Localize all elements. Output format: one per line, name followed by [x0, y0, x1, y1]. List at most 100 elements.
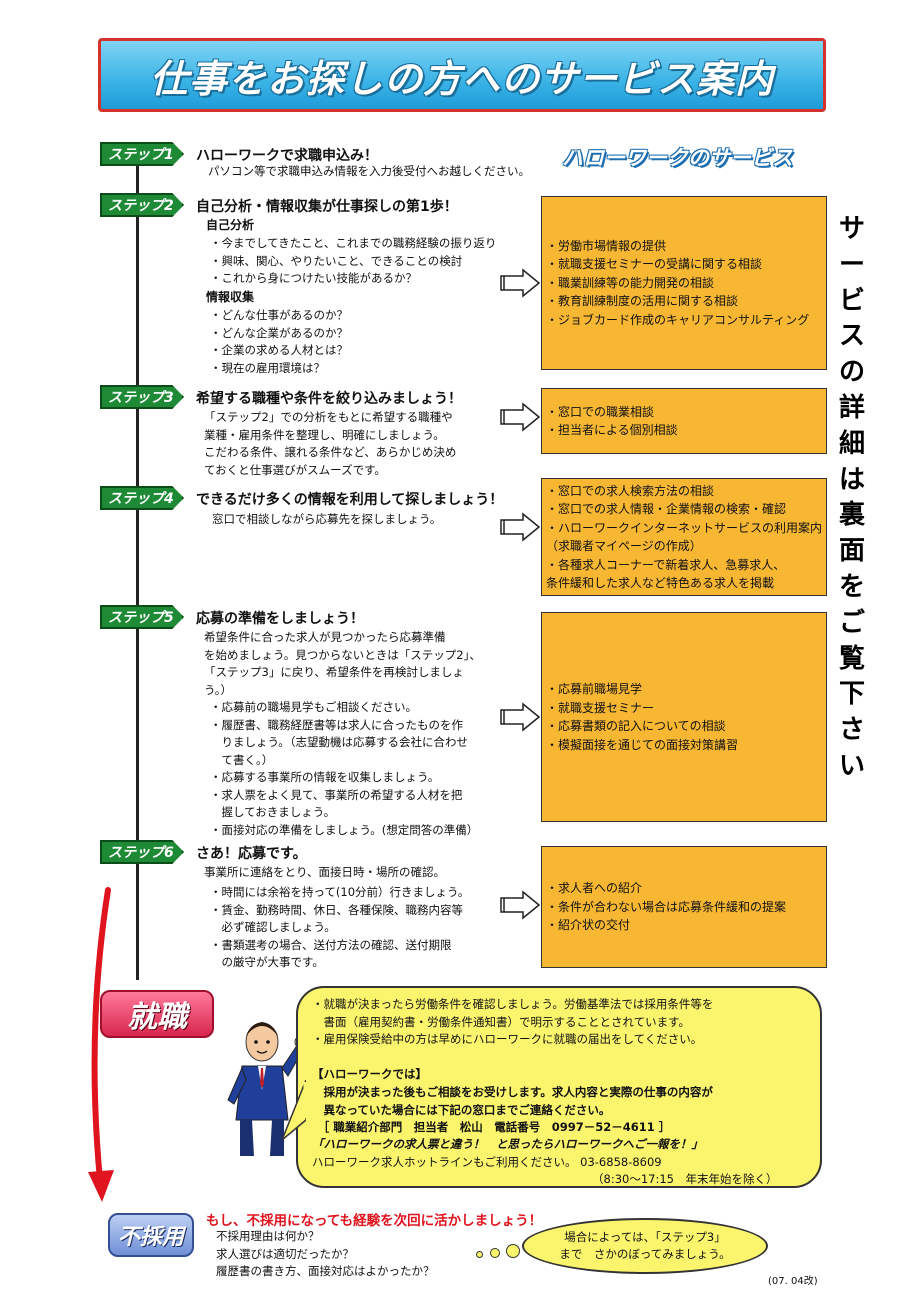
text-line: 希望条件に合った求人が見つかったら応募準備	[204, 630, 446, 644]
step2-title: 自己分析・情報収集が仕事探しの第1歩！	[196, 199, 458, 215]
arrow-right-icon	[500, 890, 541, 920]
list-item: ・これから身につけたい技能があるか？	[210, 271, 417, 285]
service-item: ・模擬面接を通じての面接対策講習	[546, 737, 739, 752]
step2-sub-self-analysis: 自己分析	[206, 218, 255, 232]
text-line: ておくと仕事選びがスムーズです。	[204, 462, 386, 477]
vertical-char: の	[838, 357, 865, 388]
text-line: 「ステップ3」に戻り、希望条件を再検討しましょ	[204, 665, 464, 679]
list-item: 必ず確認しましょう。	[210, 920, 336, 934]
text-line: ・雇用保険受給中の方は早めにハローワークに就職の届出をしてください。	[312, 1032, 703, 1046]
list-item: ・履歴書、職務経歴書等は求人に合ったものを作	[210, 717, 463, 732]
step5-text: 希望条件に合った求人が見つかったら応募準備 を始めましょう。見つからないときは「…	[204, 629, 481, 699]
service-item: ・職業訓練等の能力開発の相談	[546, 275, 715, 290]
banner-title: 仕事をお探しの方へのサービス案内	[149, 56, 774, 101]
step5-title: 応募の準備をしましょう！	[196, 611, 364, 627]
service-item: ・窓口での求人情報・企業情報の検索・確認	[546, 502, 787, 516]
service-item: ・窓口での職業相談	[546, 404, 655, 419]
step3-title: 希望する職種や条件を絞り込みましょう！	[196, 391, 462, 407]
vertical-char: ー	[838, 249, 865, 280]
speech-bubble	[296, 986, 822, 1188]
hw-service-label: ハローワークのサービス	[562, 146, 793, 170]
bubble-notes: ・就職が決まったら労働条件を確認しましょう。労働基準法では採用条件等を 書面（雇…	[312, 996, 713, 1049]
service-item: ・条件が合わない場合は応募条件緩和の提案	[546, 899, 787, 914]
thought-cloud: 場合によっては、「ステップ3」 まで さかのぼってみましょう。	[522, 1218, 768, 1274]
vertical-char: ビ	[838, 285, 865, 316]
list-item: ・どんな仕事があるのか？	[210, 308, 348, 322]
list-item: 不採用理由は何か？	[216, 1229, 320, 1243]
list-item: ・現在の雇用環境は？	[210, 360, 325, 375]
step4-title: できるだけ多くの情報を利用して探しましょう！	[196, 492, 504, 508]
vertical-char: ス	[838, 321, 865, 352]
list-item: 求人選びは適切だったか？	[216, 1246, 354, 1261]
list-item: ・応募前の職場見学もご相談ください。	[210, 700, 417, 714]
step5-list: ・応募前の職場見学もご相談ください。 ・履歴書、職務経歴書等は求人に合ったものを…	[210, 699, 478, 839]
text-line: 業種・雇用条件を整理し、明確にしましょう。	[204, 427, 445, 442]
bubble-hours: （8:30～17:15 年末年始を除く）	[592, 1172, 778, 1186]
service-item: ・教育訓練制度の活用に関する相談	[546, 294, 739, 309]
list-item: 握しておきましょう。	[210, 805, 336, 819]
step2-service-box: ・労働市場情報の提供 ・就職支援セミナーの受講に関する相談 ・職業訓練等の能力開…	[541, 196, 827, 370]
service-item: ・ハローワークインターネットサービスの利用案内	[546, 520, 823, 535]
text-line: う。）	[204, 682, 233, 697]
step3-service-box: ・窓口での職業相談 ・担当者による個別相談	[541, 388, 827, 454]
arrow-right-icon	[500, 702, 541, 732]
step4-text: 窓口で相談しながら応募先を探しましょう。	[212, 512, 442, 526]
text-line: を始めましょう。見つからないときは「ステップ2」、	[204, 647, 481, 662]
service-item: ・応募前職場見学	[546, 682, 643, 696]
step6-service-box: ・求人者への紹介 ・条件が合わない場合は応募条件緩和の提案 ・紹介状の交付	[541, 846, 827, 968]
arrow-right-icon	[500, 268, 541, 298]
thought-dot	[490, 1248, 500, 1258]
vertical-char: は	[838, 464, 865, 495]
list-item: りましょう。（志望動機は応募する会社に合わせ	[210, 735, 469, 749]
step4-tag: ステップ4	[100, 486, 184, 510]
vertical-char: 面	[838, 536, 865, 567]
bubble-hotline: ハローワーク求人ホットラインもご利用ください。 03-6858-8609	[312, 1155, 662, 1169]
fusaiyo-list: 不採用理由は何か？ 求人選びは適切だったか？ 履歴書の書き方、面接対応はよかった…	[216, 1228, 435, 1281]
text-line: 異なっていた場合には下記の窓口までご連絡ください。	[312, 1102, 611, 1117]
text-line: 書面（雇用契約書・労働条件通知書）で明示することとされています。	[312, 1014, 691, 1029]
shushoku-badge: 就職	[100, 990, 214, 1038]
fusaiyo-heading: もし、不採用になっても経験を次回に活かしましょう！	[206, 1213, 543, 1229]
list-item: の厳守が大事です。	[210, 955, 324, 969]
fusaiyo-badge: 不採用	[108, 1213, 194, 1257]
arrow-right-icon	[500, 512, 541, 542]
step3-text: 「ステップ2」での分析をもとに希望する職種や 業種・雇用条件を整理し、明確にしま…	[204, 409, 456, 479]
list-item: ・興味、関心、やりたいこと、できることの検討	[210, 253, 463, 268]
step6-list: ・時間には余裕を持って(10分前）行きましょう。 ・賃金、勤務時間、休日、各種保…	[210, 884, 469, 972]
step2-sub-info: 情報収集	[206, 290, 255, 304]
service-item: （求職者マイページの作成）	[546, 539, 702, 553]
service-item: ・担当者による個別相談	[546, 423, 678, 437]
list-item: 履歴書の書き方、面接対応はよかったか？	[216, 1264, 435, 1278]
vertical-char: ご	[838, 607, 865, 638]
text-line: 「ステップ2」での分析をもとに希望する職種や	[204, 410, 453, 424]
list-item: ・今までしてきたこと、これまでの職務経験の振り返り	[210, 236, 497, 250]
service-item: ・応募書類の記入についての相談	[546, 719, 726, 733]
step6-text: 事業所に連絡をとり、面接日時・場所の確認。	[204, 865, 446, 879]
bubble-slogan: 「ハローワークの求人票と違う！ と思ったらハローワークへご一報を！」	[312, 1137, 703, 1151]
step3-tag: ステップ3	[100, 385, 184, 409]
service-item: ・紹介状の交付	[546, 918, 631, 933]
cloud-line: まで さかのぼってみましょう。	[559, 1247, 731, 1261]
vertical-char: 細	[838, 428, 865, 459]
step6-title: さあ！応募です。	[196, 846, 307, 862]
service-item: ・就職支援セミナー	[546, 700, 655, 715]
text-line: ・就職が決まったら労働条件を確認しましょう。労働基準法では採用条件等を	[312, 997, 714, 1011]
step1-text: パソコン等で求職申込み情報を入力後受付へお越しください。	[208, 164, 530, 178]
vertical-char: 裏	[838, 500, 865, 531]
bubble-tail	[282, 1080, 306, 1140]
text-line: 採用が決まった後もご相談をお受けします。求人内容と実際の仕事の内容が	[312, 1085, 713, 1099]
timeline-line	[136, 145, 139, 980]
list-item: ・企業の求める人材とは？	[210, 343, 348, 357]
vertical-char: 詳	[838, 392, 865, 423]
service-item: ・労働市場情報の提供	[546, 238, 667, 253]
step2-list2: ・どんな仕事があるのか？ ・どんな企業があるのか？ ・企業の求める人材とは？ ・…	[210, 307, 348, 377]
red-curved-arrow-icon	[88, 887, 114, 1202]
list-item: ・時間には余裕を持って(10分前）行きましょう。	[210, 885, 470, 899]
step1-tag: ステップ1	[100, 142, 184, 166]
service-item: 条件緩和した求人など特色ある求人を掲載	[546, 576, 775, 590]
thought-dot	[506, 1244, 520, 1258]
step5-service-box: ・応募前職場見学 ・就職支援セミナー ・応募書類の記入についての相談 ・模擬面接…	[541, 612, 827, 822]
bubble-hw-lines: 採用が決まった後もご相談をお受けします。求人内容と実際の仕事の内容が 異なってい…	[312, 1084, 713, 1137]
service-item: ・求人者への紹介	[546, 881, 643, 896]
step5-tag: ステップ5	[100, 605, 184, 629]
